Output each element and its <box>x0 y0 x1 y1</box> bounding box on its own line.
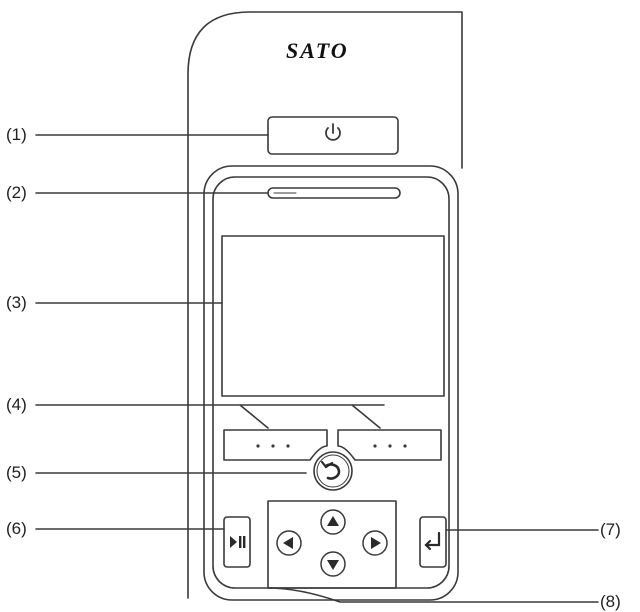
back-button <box>313 451 353 491</box>
leader-line-4 <box>35 404 385 429</box>
callout-5: (5) <box>6 463 27 482</box>
leader-line-8 <box>267 587 599 603</box>
arrow-left-button <box>276 530 302 556</box>
arrow-right-icon <box>371 537 381 549</box>
printer-housing-outline <box>187 11 463 599</box>
panel-frame-outer <box>203 165 459 601</box>
enter-button <box>419 516 447 568</box>
dots-left <box>256 444 290 448</box>
power-icon <box>325 123 341 141</box>
enter-icon <box>424 531 441 551</box>
navigation-pad <box>267 500 397 589</box>
arrow-down-button <box>320 551 346 577</box>
callout-8: (8) <box>600 592 621 611</box>
callout-2: (2) <box>6 183 27 202</box>
power-button-outline <box>267 116 399 155</box>
callout-4: (4) <box>6 395 27 414</box>
arrow-down-icon <box>327 560 339 570</box>
dots-right <box>373 444 407 448</box>
arrow-up-icon <box>327 516 339 526</box>
pause-feed-button <box>223 516 251 568</box>
callout-3: (3) <box>6 293 27 312</box>
arrow-left-icon <box>283 537 293 549</box>
soft-key-left <box>223 429 328 461</box>
lcd-screen <box>221 235 445 397</box>
arrow-right-button <box>362 530 388 556</box>
play-pause-icon <box>230 536 246 548</box>
callout-1: (1) <box>6 125 27 144</box>
arrow-up-button <box>320 509 346 535</box>
back-arrow-icon <box>320 460 341 480</box>
sato-logo: SATO <box>286 38 349 63</box>
callout-6: (6) <box>6 519 27 538</box>
callout-7: (7) <box>600 520 621 539</box>
soft-key-right <box>337 429 442 461</box>
